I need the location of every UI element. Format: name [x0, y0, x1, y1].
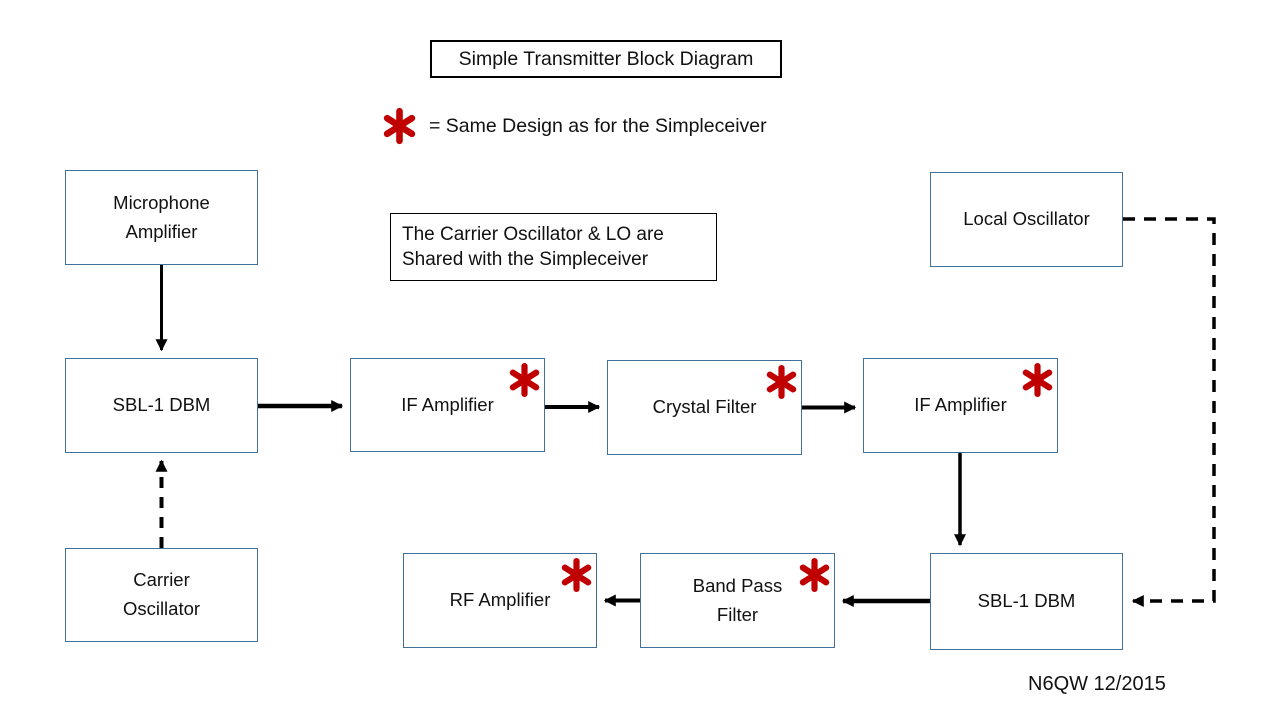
same-design-asterisk-icon: [561, 557, 592, 593]
block-crystal-filter: Crystal Filter: [607, 360, 802, 455]
block-band-pass-filter: Band Pass Filter: [640, 553, 835, 648]
block-label: Band Pass Filter: [692, 574, 783, 625]
block-carrier-oscillator: Carrier Oscillator: [65, 548, 258, 642]
diagram-title: Simple Transmitter Block Diagram: [458, 47, 754, 70]
shared-note-text: The Carrier Oscillator & LO are Shared w…: [402, 223, 664, 270]
same-design-asterisk-icon: [1022, 362, 1053, 398]
block-label: IF Amplifier: [914, 394, 1007, 416]
block-rf-amplifier: RF Amplifier: [403, 553, 597, 648]
block-label: SBL-1 DBM: [112, 394, 211, 416]
credit-text: N6QW 12/2015: [1028, 673, 1166, 695]
block-sbl1-dbm-bottom: SBL-1 DBM: [930, 553, 1123, 650]
block-label: Local Oscillator: [963, 208, 1090, 230]
same-design-asterisk-icon: [509, 362, 540, 398]
legend: = Same Design as for the Simpleceiver: [383, 104, 767, 148]
block-label: Crystal Filter: [652, 396, 757, 418]
dashed-arrow-lo-to-sbl2: [1123, 217, 1216, 607]
diagram-title-box: Simple Transmitter Block Diagram: [430, 40, 782, 78]
block-if-amplifier-1: IF Amplifier: [350, 358, 545, 452]
block-label: RF Amplifier: [449, 589, 551, 611]
legend-asterisk-icon: [383, 104, 416, 148]
block-label: Microphone Amplifier: [113, 191, 210, 242]
block-microphone-amplifier: Microphone Amplifier: [65, 170, 258, 265]
legend-text: = Same Design as for the Simpleceiver: [429, 114, 767, 137]
shared-note-box: The Carrier Oscillator & LO are Shared w…: [390, 213, 717, 281]
same-design-asterisk-icon: [799, 557, 830, 593]
same-design-asterisk-icon: [766, 364, 797, 400]
block-label: IF Amplifier: [401, 393, 494, 415]
block-if-amplifier-2: IF Amplifier: [863, 358, 1058, 453]
block-local-oscillator: Local Oscillator: [930, 172, 1123, 267]
block-sbl1-dbm-top: SBL-1 DBM: [65, 358, 258, 453]
block-label: Carrier Oscillator: [122, 569, 201, 619]
block-label: SBL-1 DBM: [977, 590, 1076, 612]
